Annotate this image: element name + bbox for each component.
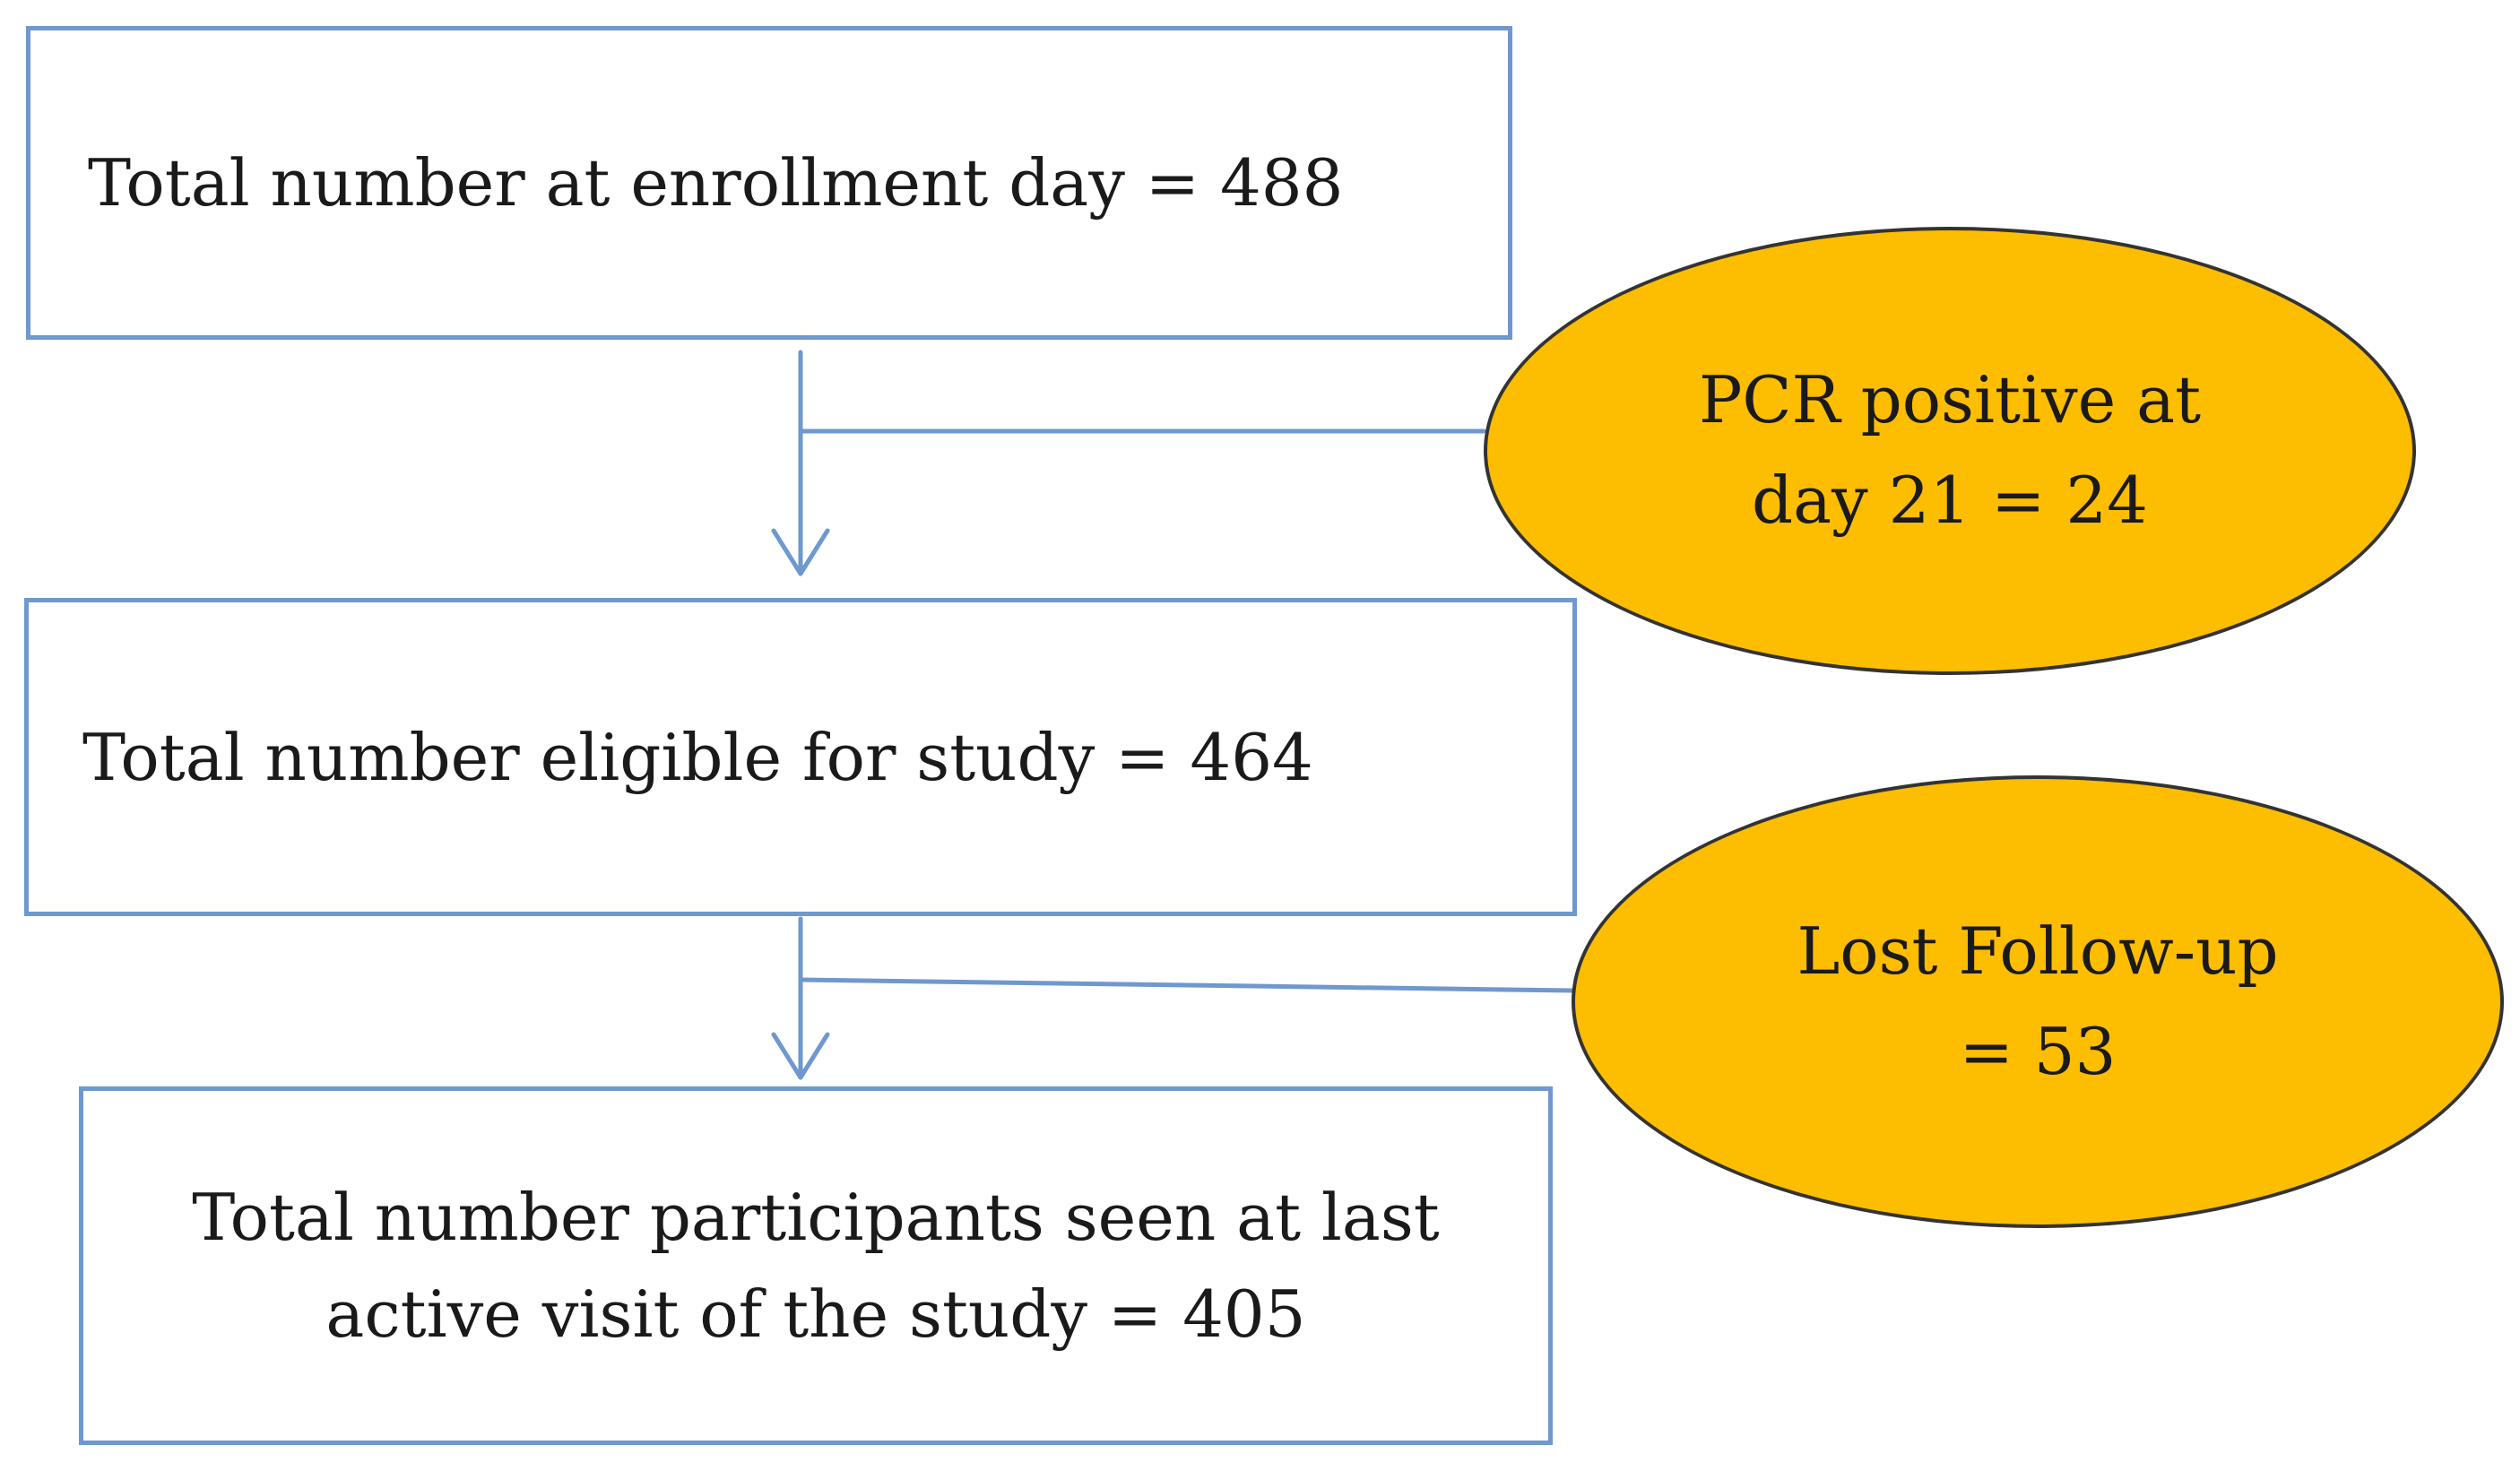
arrowhead-eligible bbox=[771, 528, 830, 576]
pcr-label-line2: day 21 = 24 bbox=[1752, 463, 2148, 538]
lost-follow-up-exclusion: Lost Follow-up = 53 bbox=[1572, 775, 2504, 1228]
eligible-box: Total number eligible for study = 464 bbox=[24, 598, 1577, 916]
lost-label-line1: Lost Follow-up bbox=[1797, 913, 2279, 989]
pcr-positive-exclusion: PCR positive at day 21 = 24 bbox=[1484, 227, 2416, 675]
pcr-label-line1: PCR positive at bbox=[1698, 362, 2202, 438]
final-label-line2: active visit of the study = 405 bbox=[325, 1276, 1306, 1352]
arrowhead-final bbox=[771, 1032, 830, 1080]
enrollment-label: Total number at enrollment day = 488 bbox=[88, 145, 1344, 221]
enrollment-box: Total number at enrollment day = 488 bbox=[26, 26, 1512, 340]
final-label-line1: Total number participants seen at last bbox=[192, 1180, 1440, 1255]
eligible-label: Total number eligible for study = 464 bbox=[82, 719, 1313, 795]
branch-line-lost bbox=[798, 977, 1574, 993]
lost-label-line2: = 53 bbox=[1959, 1013, 2117, 1089]
final-participants-box: Total number participants seen at last a… bbox=[79, 1086, 1553, 1445]
